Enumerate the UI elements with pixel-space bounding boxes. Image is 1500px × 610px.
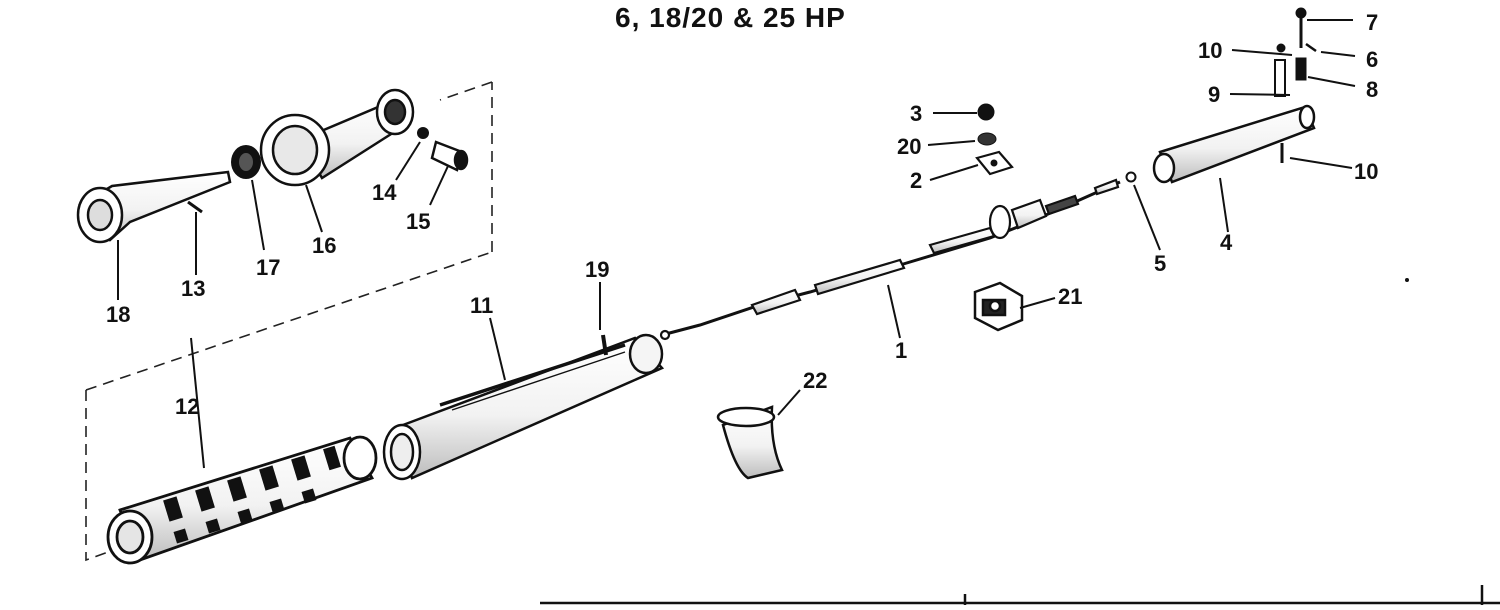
knob-part [76,170,232,244]
shift-shaft-part [659,178,1121,341]
bottom-frame [540,585,1500,605]
label-part-10-upper: 10 [1198,38,1222,63]
label-part-4: 4 [1220,230,1233,255]
label-part-6: 6 [1366,47,1378,72]
label-part-19: 19 [585,257,609,282]
label-part-8: 8 [1366,77,1378,102]
label-part-17: 17 [256,255,280,280]
ball-14 [417,127,429,139]
label-part-5: 5 [1154,251,1166,276]
label-part-9: 9 [1208,82,1220,107]
plunger-15 [430,140,469,172]
label-part-7: 7 [1366,10,1378,35]
throttle-housing-part [259,88,415,187]
speck-dot [1405,278,1409,282]
label-part-22: 22 [803,368,827,393]
grip-part [106,435,378,565]
label-part-14: 14 [372,180,397,205]
label-part-21: 21 [1058,284,1082,309]
tiller-tube-part [1152,104,1316,184]
spring-17 [231,145,261,179]
label-part-11: 11 [470,293,493,318]
label-part-20: 20 [897,134,921,159]
label-part-1: 1 [895,338,907,363]
screw-19 [601,334,608,356]
label-part-13: 13 [181,276,205,301]
dashed-group-outline [85,81,493,562]
label-part-2: 2 [910,168,922,193]
label-part-10-lower: 10 [1354,159,1378,184]
label-part-3: 3 [910,101,922,126]
part-labels: 18 13 17 16 14 15 12 11 19 1 22 21 5 4 1… [106,10,1378,419]
pin-13 [187,200,203,214]
small-hardware [1274,7,1317,163]
sleeve-22 [716,405,784,480]
ball-5 [1125,171,1137,183]
bracket-21 [973,281,1024,332]
tube-part [382,333,665,481]
nut-washer-clip [975,103,1014,176]
label-part-18: 18 [106,302,130,327]
diagram-title: 6, 18/20 & 25 HP [615,2,846,33]
label-part-16: 16 [312,233,336,258]
label-part-12: 12 [175,394,199,419]
label-part-15: 15 [406,209,430,234]
leader-lines [117,19,1356,469]
